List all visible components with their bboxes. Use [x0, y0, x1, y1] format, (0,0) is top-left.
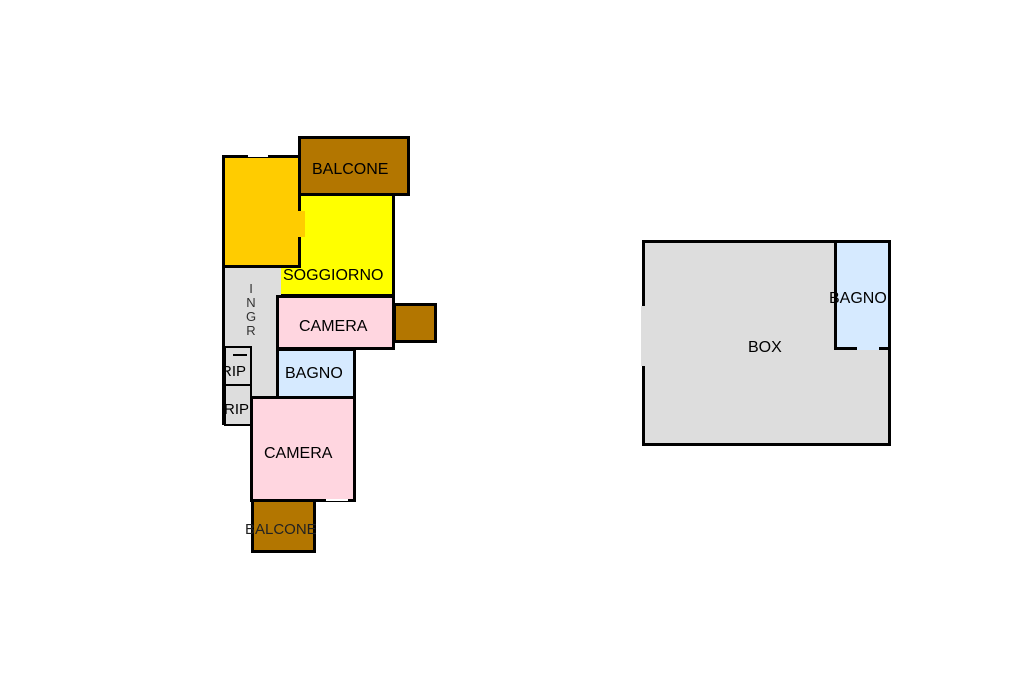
- door-bagno-box: [857, 345, 879, 350]
- window-cucina: [248, 155, 268, 157]
- ingresso-letter-r: R: [246, 323, 256, 338]
- label-balcone-bottom: BALCONE: [245, 521, 317, 538]
- label-bagno-box: BAGNO: [829, 290, 887, 307]
- room-rip-2: [224, 384, 252, 426]
- label-box: BOX: [748, 339, 782, 356]
- label-rip-2: RIP: [224, 401, 250, 418]
- room-bagno-box: [834, 240, 891, 350]
- room-balcone-small: [393, 303, 437, 343]
- room-cucina: [222, 155, 301, 268]
- rip-1-notch: [233, 354, 247, 356]
- door-box: [641, 306, 646, 366]
- door-cucina-soggiorno: [297, 211, 305, 237]
- label-bagno-1: BAGNO: [285, 365, 343, 382]
- label-balcone-top: BALCONE: [312, 161, 389, 178]
- ingresso-letter-i: I: [249, 281, 253, 296]
- label-soggiorno: SOGGIORNO: [283, 267, 384, 284]
- label-rip-1: RIP: [221, 363, 247, 380]
- window-camera-2: [326, 499, 348, 501]
- ingresso-letter-g: G: [245, 309, 257, 324]
- room-camera-2: [250, 396, 356, 502]
- ingresso-letter-n: N: [246, 295, 256, 310]
- label-ingresso: I N G R: [244, 282, 258, 338]
- label-camera-1: CAMERA: [299, 318, 368, 335]
- label-camera-2: CAMERA: [264, 445, 333, 462]
- room-rip-1: [224, 346, 252, 386]
- room-balcone-bottom: [251, 499, 316, 553]
